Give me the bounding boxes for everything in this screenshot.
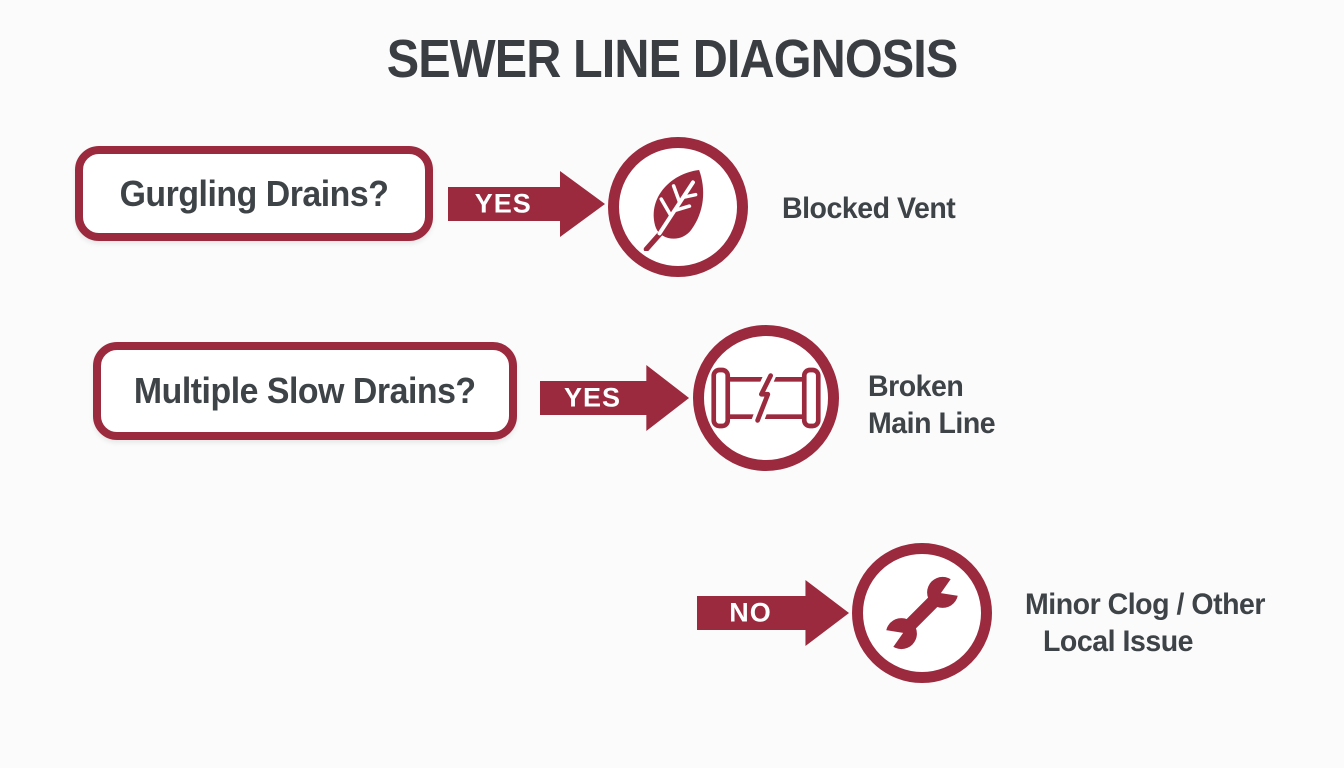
wrench-icon	[876, 571, 968, 655]
no-arrow-row3: NO	[697, 579, 850, 647]
question-box-gurgling-drains: Gurgling Drains?	[75, 146, 433, 241]
broken-pipe-icon	[711, 367, 821, 429]
arrow-label: YES	[563, 382, 622, 413]
result-line: Broken	[868, 370, 964, 403]
arrow-label: NO	[729, 597, 772, 628]
page-title: SEWER LINE DIAGNOSIS	[386, 29, 959, 89]
result-icon-circle-row2	[693, 325, 839, 471]
result-icon-circle-row3	[852, 543, 992, 683]
result-line: Minor Clog / Other	[1025, 588, 1266, 621]
question-label: Multiple Slow Drains?	[134, 370, 476, 411]
result-label-broken-main-line: Broken Main Line	[868, 368, 1002, 442]
result-line: Blocked Vent	[782, 192, 956, 225]
result-label-minor-clog: Minor Clog / Other Local Issue	[1025, 586, 1278, 660]
block-arrow-shape	[540, 365, 690, 431]
block-arrow-shape	[448, 171, 605, 237]
question-box-multiple-slow-drains: Multiple Slow Drains?	[93, 342, 517, 440]
result-line: Main Line	[868, 407, 996, 440]
result-label-blocked-vent: Blocked Vent	[782, 190, 964, 227]
title-bar: SEWER LINE DIAGNOSIS	[0, 28, 1344, 90]
question-label: Gurgling Drains?	[119, 172, 389, 214]
yes-arrow-row1: YES	[448, 170, 606, 238]
yes-arrow-row2: YES	[540, 364, 690, 432]
block-arrow-shape	[697, 580, 850, 646]
result-icon-circle-row1	[608, 137, 748, 277]
result-line: Local Issue	[1043, 625, 1194, 658]
leaf-icon	[643, 170, 704, 251]
arrow-label: YES	[474, 188, 532, 219]
